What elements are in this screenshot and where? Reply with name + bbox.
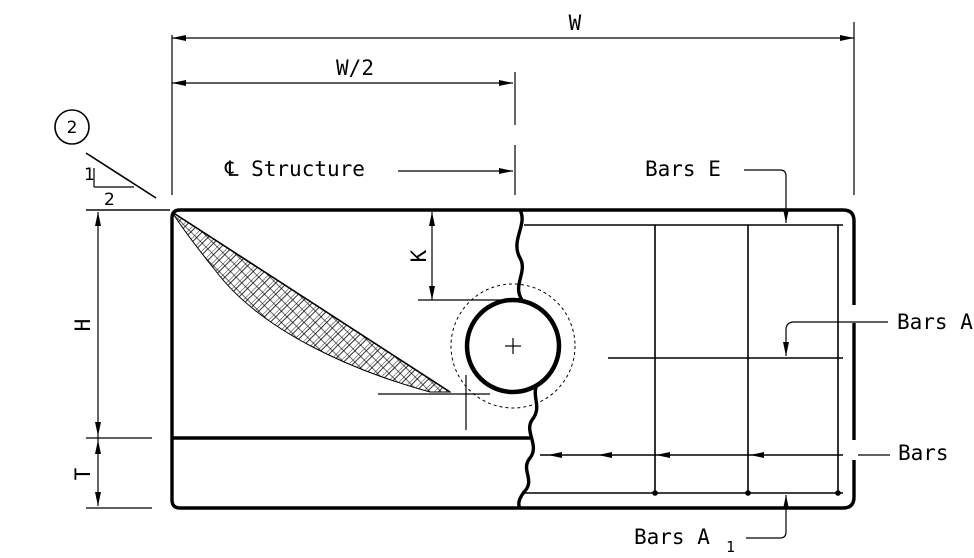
reinforcement-bars — [524, 224, 843, 496]
bars-a-label: Bars A — [897, 310, 973, 334]
bars-a-callout: Bars A — [783, 310, 973, 356]
slope-circle-icon — [54, 109, 90, 145]
half-width-label: W/2 — [336, 56, 374, 80]
pipe-clearance-circle — [450, 283, 576, 409]
centerline-label: ℄ Structure — [224, 157, 365, 181]
bars-e-label: Bars E — [645, 157, 721, 181]
half-width-dimension: W/2 — [172, 56, 516, 125]
structure-outline — [170, 208, 856, 510]
width-label: W — [569, 11, 582, 35]
bars-e-callout: Bars E — [645, 157, 789, 223]
bars-a1-callout: Bars A 1 — [634, 495, 789, 556]
bars-bottom-label: Bars — [898, 441, 949, 465]
cover-dimension: K — [407, 212, 500, 301]
height-label: H — [71, 319, 95, 332]
height-dimension: H T — [71, 209, 170, 509]
cover-label: K — [407, 249, 431, 262]
slope-run: 2 — [104, 190, 115, 210]
slope-symbol: 2 1 2 — [54, 109, 170, 211]
pipe-section — [378, 283, 576, 430]
slope-rise: 1 — [84, 165, 95, 185]
slope-circle-number: 2 — [67, 118, 78, 138]
thickness-label: T — [71, 467, 95, 480]
width-dimension: W — [171, 11, 855, 195]
bars-a1-label: Bars A — [634, 525, 710, 549]
bars-bottom-callout: Bars — [858, 441, 949, 465]
centerline-callout: ℄ Structure — [224, 145, 516, 195]
bars-a1-subscript: 1 — [726, 538, 735, 556]
